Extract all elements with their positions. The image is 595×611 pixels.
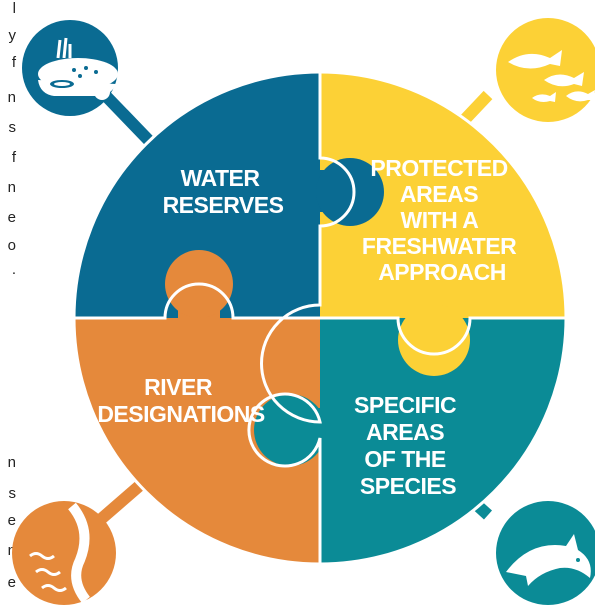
label-water-reserves: WATER RESERVES [163, 165, 284, 218]
piece-water-reserves [74, 72, 320, 318]
wetland-pond-icon [22, 20, 118, 116]
cropped-letter: s [8, 119, 17, 136]
cropped-letter: e [7, 209, 16, 226]
label-specific-areas: SPECIFIC AREAS OF THE SPECIES [354, 392, 462, 499]
cropped-letter: e [7, 512, 16, 529]
fish-school-icon [496, 18, 595, 122]
piece-specific-areas [320, 318, 566, 564]
puzzle-seams [72, 70, 568, 566]
dolphin-icon [496, 501, 595, 605]
cropped-letter: o [7, 237, 16, 254]
river-waves-icon [12, 501, 116, 605]
knob-teal-into-orange [254, 394, 332, 466]
label-river-designations: RIVER DESIGNATIONS [97, 374, 265, 427]
cropped-letter: y [8, 27, 17, 44]
label-protected-areas: PROTECTED AREAS WITH A FRESHWATER APPROA… [362, 155, 522, 285]
cropped-letter: l [12, 0, 16, 17]
piece-protected-areas [320, 72, 566, 318]
cropped-letter: f [11, 54, 16, 71]
cropped-letter: e [7, 574, 16, 591]
cropped-letter: f [11, 149, 16, 166]
knob-blue-into-yellow [310, 158, 384, 226]
knob-yellow-into-teal [398, 304, 470, 376]
cropped-text-column: l y f n s f n e o . n s e n e [0, 0, 18, 611]
cropped-letter: n [7, 542, 16, 559]
cropped-letter: n [7, 179, 16, 196]
cropped-letter: . [11, 261, 16, 278]
piece-river-designations [74, 318, 320, 564]
cropped-letter: s [8, 485, 17, 502]
cropped-letter: n [7, 454, 16, 471]
cropped-letter: n [7, 89, 16, 106]
